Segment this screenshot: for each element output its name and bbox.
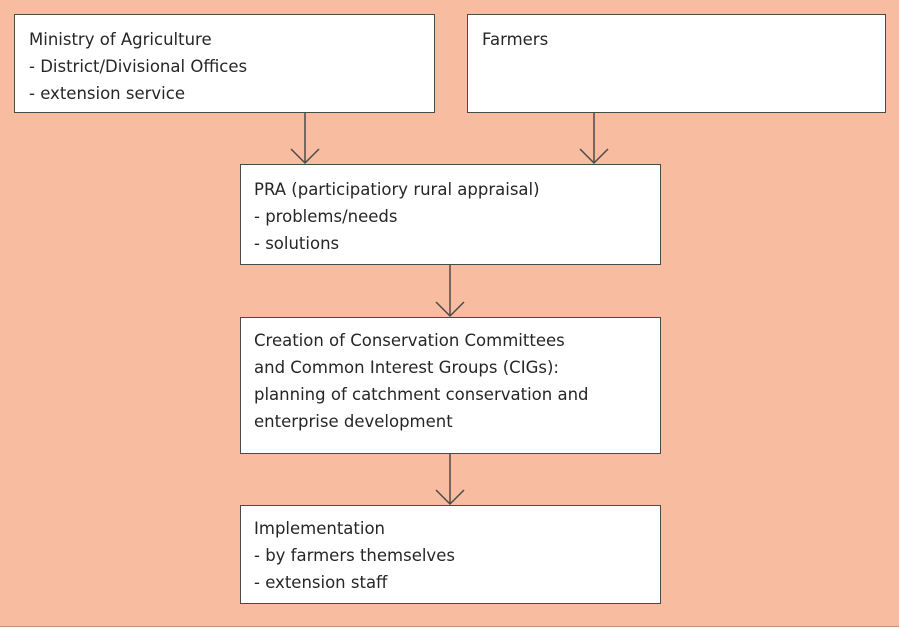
arrow-pra-to-creation [435,265,465,318]
implementation-box-title: Implementation [254,519,386,538]
farmers-box-title: Farmers [482,30,549,49]
creation-box-line-4: enterprise development [254,412,453,431]
pra-box: PRA (participatiory rural appraisal) - p… [240,164,661,265]
implementation-box-item-staff: - extension staff [254,573,388,592]
implementation-box-item-farmers: - by farmers themselves [254,546,455,565]
creation-box-line-3: planning of catchment conservation and [254,385,589,404]
pra-box-item-solutions: - solutions [254,234,340,253]
implementation-box: Implementation - by farmers themselves -… [240,505,661,604]
arrow-creation-to-implementation [435,454,465,506]
arrow-ministry-to-pra [290,113,320,165]
creation-box-line-2: and Common Interest Groups (CIGs): [254,358,559,377]
pra-box-title: PRA (participatiory rural appraisal) [254,180,540,199]
creation-box-line-1: Creation of Conservation Committees [254,331,565,350]
ministry-box-item-extension: - extension service [29,84,185,103]
ministry-box-item-offices: - District/Divisional Offices [29,57,248,76]
ministry-box-title: Ministry of Agriculture [29,30,212,49]
pra-box-item-problems: - problems/needs [254,207,398,226]
arrow-farmers-to-pra [579,113,609,165]
conservation-committees-box: Creation of Conservation Committees and … [240,317,661,454]
ministry-of-agriculture-box: Ministry of Agriculture - District/Divis… [14,14,435,113]
farmers-box: Farmers [467,14,886,113]
